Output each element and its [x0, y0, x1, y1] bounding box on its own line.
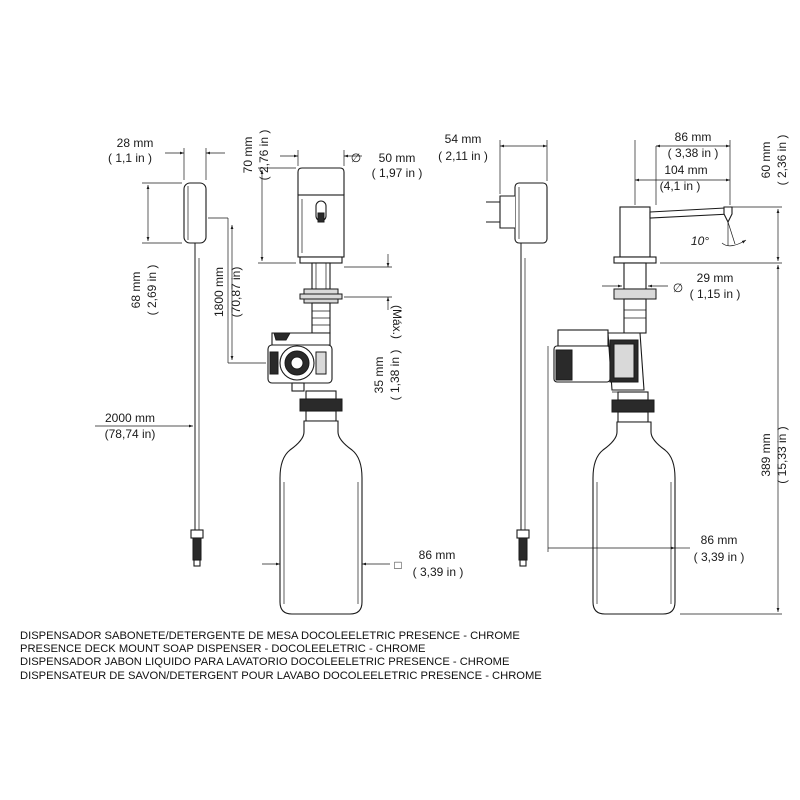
spout-angle-value: 10°	[691, 234, 709, 248]
bottle-width-side-imperial: ( 3,39 in )	[694, 550, 745, 564]
caption-line-pt: DISPENSADOR SABONETE/DETERGENTE DE MESA …	[20, 630, 520, 642]
cable-length-dimension: 2000 mm (78,74 in)	[95, 411, 193, 441]
dispenser-head-front	[297, 167, 345, 334]
caption-line-es: DISPENSADOR JABON LIQUIDO PARA LAVATORIO…	[20, 656, 510, 669]
head-height-value: 70 mm	[241, 137, 255, 174]
spout-reach-value: 86 mm	[675, 130, 712, 144]
deck-thickness-value: 35 mm	[372, 357, 386, 394]
plug-width-imperial: ( 2,11 in )	[438, 149, 488, 163]
mount-hole-value: 29 mm	[697, 271, 734, 285]
head-diameter-imperial: ( 1,97 in )	[372, 166, 423, 180]
head-height-imperial: ( 2,76 in )	[257, 130, 271, 181]
mount-hole-imperial: ( 1,15 in )	[690, 287, 741, 301]
deck-thickness-dimension: (Máx.) 35 mm ( 1,38 in )	[344, 254, 404, 400]
side-view: 54 mm ( 2,11 in ) 86 mm ( 3,38 in ) 104 …	[438, 130, 789, 615]
plug-width-value: 54 mm	[445, 132, 482, 146]
soap-bottle-side	[592, 391, 676, 615]
sensor-cable-dimension: 1800 mm (70,87 in)	[208, 217, 243, 363]
product-caption: DISPENSADOR SABONETE/DETERGENTE DE MESA …	[20, 630, 780, 683]
bottle-width-front-imperial: ( 3,39 in )	[413, 565, 464, 579]
spout-height-imperial: ( 2,36 in )	[775, 135, 789, 186]
control-unit-front	[228, 332, 333, 392]
soap-bottle-front	[279, 390, 363, 615]
spout-angle-indicator: 10°	[691, 221, 747, 248]
square-symbol: □	[394, 558, 401, 572]
diameter-symbol-2: ∅	[673, 281, 683, 295]
cable-length-value: 2000 mm	[105, 411, 155, 425]
bottle-width-front-dimension: □ 86 mm ( 3,39 in )	[262, 548, 463, 579]
spout-reach-imperial: ( 3,38 in )	[668, 146, 719, 160]
control-unit-side	[553, 329, 648, 393]
sensor-cable-imperial: (70,87 in)	[229, 267, 243, 318]
front-view: 28 mm ( 1,1 in ) 68 mm ( 2,69 in ) 2000 …	[95, 130, 463, 615]
spout-length-imperial: (4,1 in )	[660, 179, 701, 193]
total-height-imperial: ( 15,33 in )	[775, 426, 789, 483]
adapter-height-imperial: ( 2,69 in )	[145, 265, 159, 316]
head-diameter-value: 50 mm	[379, 151, 416, 165]
power-adapter-side	[486, 182, 548, 567]
spout-length-value: 104 mm	[664, 163, 707, 177]
total-height-value: 389 mm	[759, 433, 773, 476]
spout-dimensions: 86 mm ( 3,38 in ) 104 mm (4,1 in )	[634, 130, 731, 205]
bottle-width-side-dimension: 86 mm ( 3,39 in )	[547, 346, 745, 564]
sensor-cable-value: 1800 mm	[212, 267, 226, 317]
spout-height-value: 60 mm	[759, 142, 773, 179]
bottle-width-front-value: 86 mm	[419, 548, 456, 562]
head-diameter-dimension: ∅ 50 mm ( 1,97 in )	[280, 150, 422, 180]
adapter-width-imperial: ( 1,1 in )	[108, 151, 152, 165]
spout-height-dimension: 60 mm ( 2,36 in )	[660, 135, 789, 264]
total-height-dimension: 389 mm ( 15,33 in )	[680, 265, 789, 615]
deck-thickness-imperial: ( 1,38 in )	[388, 350, 402, 401]
cable-length-imperial: (78,74 in)	[105, 427, 156, 441]
bottle-width-side-value: 86 mm	[701, 533, 738, 547]
adapter-width-value: 28 mm	[117, 136, 154, 150]
adapter-width-dimension: 28 mm ( 1,1 in )	[108, 136, 225, 180]
diameter-symbol: ∅	[351, 151, 361, 165]
caption-line-en: PRESENCE DECK MOUNT SOAP DISPENSER - DOC…	[20, 643, 426, 656]
power-adapter-front	[183, 182, 207, 567]
head-height-dimension: 70 mm ( 2,76 in )	[241, 130, 296, 264]
caption-line-fr: DISPENSATEUR DE SAVON/DETERGENT POUR LAV…	[20, 669, 542, 682]
plug-width-dimension: 54 mm ( 2,11 in )	[438, 132, 548, 194]
mount-hole-dimension: ∅ 29 mm ( 1,15 in )	[602, 271, 740, 301]
adapter-height-dimension: 68 mm ( 2,69 in )	[129, 182, 182, 316]
deck-thickness-qualifier: (Máx.)	[390, 305, 404, 339]
dispenser-head-side	[613, 206, 733, 334]
adapter-height-value: 68 mm	[129, 272, 143, 309]
